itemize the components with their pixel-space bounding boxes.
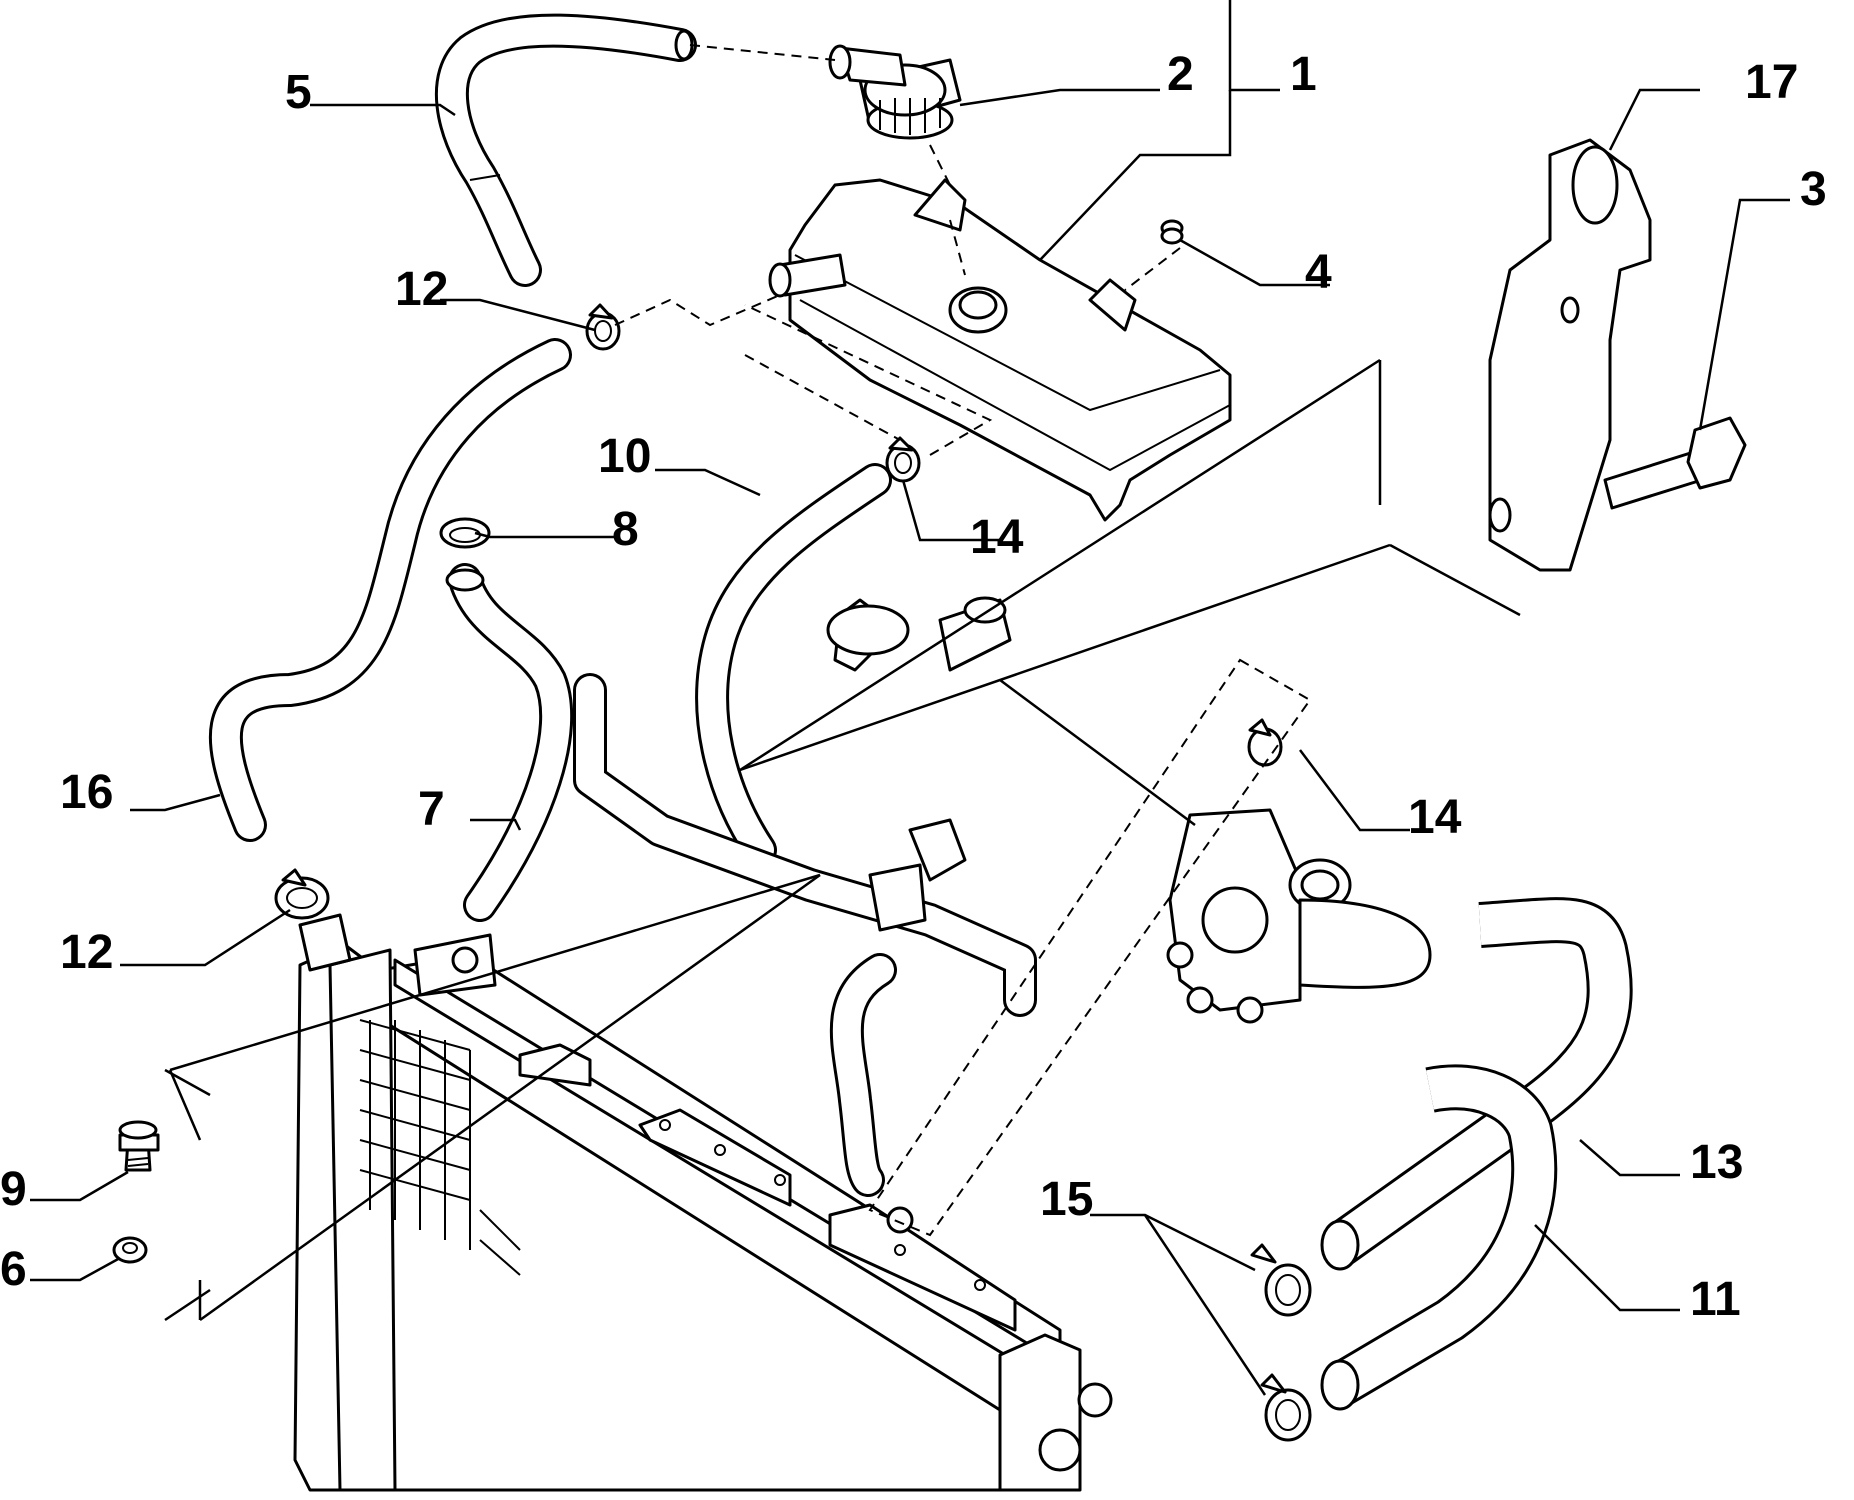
- label-10: 10: [598, 430, 651, 483]
- hose-13: [1320, 897, 1633, 1271]
- hose-10: [695, 463, 892, 867]
- leader-lines: [30, 0, 1790, 1396]
- part-labels: 1 2 3 4 5 6 7 8 9 10 11 12 12 13 14 14 1…: [0, 48, 1827, 1326]
- coolant-outlet-pipe: [826, 596, 1012, 672]
- hose-16: [208, 338, 572, 842]
- label-4: 4: [1305, 246, 1332, 299]
- label-17: 17: [1745, 56, 1798, 109]
- screw-9: [118, 1120, 160, 1172]
- radiator: [293, 913, 1113, 1492]
- thermostat-housing: [1166, 808, 1432, 1024]
- bolt-3: [1603, 416, 1747, 510]
- label-1: 1: [1290, 48, 1317, 101]
- label-11: 11: [1690, 1273, 1741, 1326]
- filler-cap: [828, 44, 962, 140]
- label-14-lower: 14: [1408, 791, 1462, 844]
- clip-4: [1160, 219, 1184, 245]
- clamp-15-lower: [1260, 1373, 1312, 1442]
- clamp-14-upper: [885, 436, 921, 483]
- clamp-8: [439, 517, 491, 549]
- label-9: 9: [0, 1163, 27, 1216]
- hose-7: [445, 563, 574, 922]
- hose-11: [1320, 1064, 1558, 1411]
- bypass-pipe: [573, 673, 1037, 1197]
- hose-5: [434, 13, 697, 287]
- label-8: 8: [612, 503, 639, 556]
- label-15: 15: [1040, 1173, 1093, 1226]
- label-12-lower: 12: [60, 926, 113, 979]
- label-5: 5: [285, 66, 312, 119]
- assembly-dash-lines: [614, 44, 1312, 1237]
- label-12-upper: 12: [395, 263, 448, 316]
- label-16: 16: [60, 766, 113, 819]
- bracket-17: [1488, 138, 1652, 572]
- clamp-12-lower: [274, 868, 330, 920]
- clamp-15-upper: [1250, 1243, 1312, 1317]
- radiator-core-grid: [359, 1019, 521, 1276]
- label-3: 3: [1800, 163, 1827, 216]
- label-2: 2: [1167, 48, 1194, 101]
- clamp-14-lower: [1247, 718, 1283, 767]
- expansion-tank: [768, 178, 1232, 522]
- nut-6: [112, 1236, 148, 1264]
- clamp-12-upper: [585, 303, 621, 351]
- label-7: 7: [418, 783, 445, 836]
- label-13: 13: [1690, 1136, 1743, 1189]
- label-6: 6: [0, 1243, 27, 1296]
- label-14-upper: 14: [970, 511, 1024, 564]
